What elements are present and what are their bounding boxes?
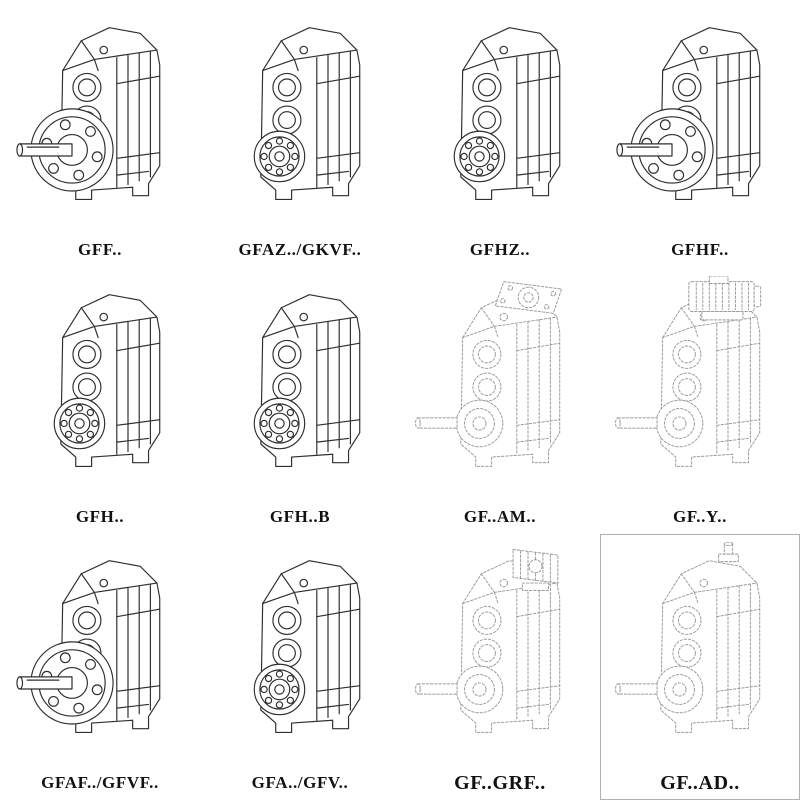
gearbox-model-label: GFHF.. (671, 240, 729, 259)
gearbox-model-label: GFA../GFV.. (251, 773, 349, 792)
catalog-cell-gfh: GFH.. (0, 267, 200, 534)
gearbox-model-label: GF..Y.. (673, 507, 727, 526)
gearbox-model-label: GFAZ../GKVF.. (238, 240, 362, 259)
gearbox-model-label: GFH..B (269, 507, 331, 526)
catalog-cell-gfhf: GFHF.. (600, 0, 800, 267)
motor-mounted-gearbox-drawing (606, 276, 794, 500)
catalog-cell-gfh-b: GFH..B (200, 267, 400, 534)
hollow-shaft-gearbox-drawing (406, 9, 594, 233)
catalog-cell-gf-grf: GF..GRF.. (400, 534, 600, 800)
catalog-cell-gfaz-gkvf: GFAZ../GKVF.. (200, 0, 400, 267)
input-adapter-gearbox-drawing (406, 542, 594, 766)
gearbox-model-label: GF..AM.. (463, 507, 537, 526)
catalog-cell-gfhz: GFHZ.. (400, 0, 600, 267)
input-shaft-gearbox-drawing (606, 542, 794, 766)
shaft-mounted-gearbox-b-drawing (206, 276, 394, 500)
gearbox-model-label: GFH.. (75, 507, 125, 526)
catalog-cell-gff: GFF.. (0, 0, 200, 267)
catalog-cell-gf-y: GF..Y.. (600, 267, 800, 534)
catalog-cell-gf-am: GF..AM.. (400, 267, 600, 534)
gearbox-model-label: GFHZ.. (469, 240, 531, 259)
shaft-mounted-gearbox-drawing (6, 276, 194, 500)
flange-output-gearbox-drawing (6, 542, 194, 766)
hollow-shaft-gearbox-drawing (206, 9, 394, 233)
gearbox-model-label: GFAF../GFVF.. (41, 773, 159, 792)
gearbox-model-label: GFF.. (78, 240, 122, 259)
catalog-cell-gf-ad: GF..AD.. (600, 534, 800, 800)
foot-mounted-gearbox-drawing (206, 542, 394, 766)
flange-output-gearbox-drawing (606, 9, 794, 233)
gearbox-model-label: GF..GRF.. (454, 771, 546, 794)
catalog-cell-gfa-gfv: GFA../GFV.. (200, 534, 400, 800)
catalog-cell-gfaf-gfvf: GFAF../GFVF.. (0, 534, 200, 800)
iec-adapter-gearbox-drawing (406, 276, 594, 500)
flange-output-gearbox-drawing (6, 9, 194, 233)
gearbox-model-label: GF..AD.. (660, 771, 740, 794)
